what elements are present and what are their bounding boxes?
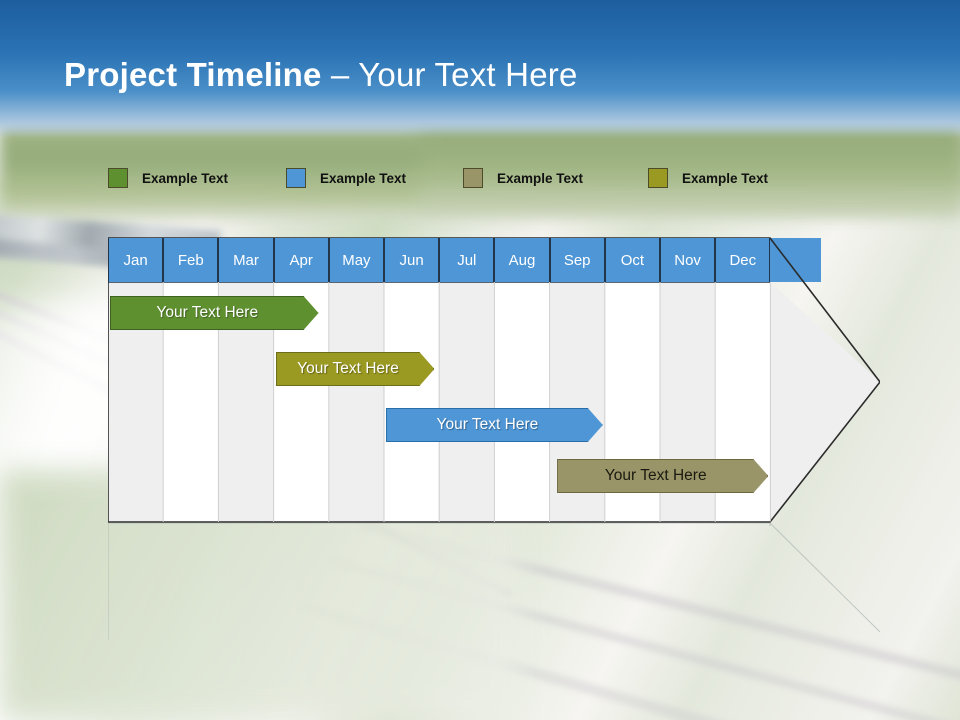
chart-arrowhead-fill [770, 282, 880, 522]
legend-item-2[interactable]: Example Text [286, 168, 406, 188]
month-header-mar[interactable]: Mar [218, 238, 274, 282]
legend-item-4[interactable]: Example Text [648, 168, 768, 188]
title-regular: Your Text Here [358, 56, 578, 93]
timeline-bar-label: Your Text Here [436, 416, 539, 433]
month-header-aug[interactable]: Aug [494, 238, 550, 282]
legend-label: Example Text [320, 170, 407, 186]
timeline-bar-1[interactable]: Your Text Here [110, 296, 319, 330]
month-header-jun[interactable]: Jun [384, 238, 440, 282]
timeline-bar-label: Your Text Here [604, 467, 707, 484]
legend-label: Example Text [142, 170, 229, 186]
month-header-jan[interactable]: Jan [108, 238, 164, 282]
month-header-apr[interactable]: Apr [273, 238, 329, 282]
title-band [0, 0, 960, 138]
legend-item-3[interactable]: Example Text [463, 168, 583, 188]
legend-label: Example Text [682, 170, 769, 186]
month-header-oct[interactable]: Oct [604, 238, 660, 282]
timeline-bar-label: Your Text Here [156, 304, 259, 321]
month-header-dec[interactable]: Dec [715, 238, 771, 282]
month-header-may[interactable]: May [328, 238, 384, 282]
month-header-sep[interactable]: Sep [549, 238, 605, 282]
page-title: Project Timeline – Your Text Here [64, 56, 578, 94]
legend-item-1[interactable]: Example Text [108, 168, 228, 188]
title-bold: Project Timeline [64, 56, 322, 93]
timeline-bar-label: Your Text Here [297, 360, 399, 377]
legend-swatch-icon [286, 168, 306, 188]
chart-column-stripe [494, 282, 550, 522]
title-separator: – [321, 56, 359, 93]
month-header-feb[interactable]: Feb [163, 238, 219, 282]
legend-swatch-icon [108, 168, 128, 188]
legend-swatch-icon [463, 168, 483, 188]
background-hill-far [420, 130, 960, 210]
timeline-bar-3[interactable]: Your Text Here [386, 408, 603, 442]
legend-swatch-icon [648, 168, 668, 188]
chart-column-stripe [439, 282, 495, 522]
chart-column-stripe [384, 282, 440, 522]
timeline-bar-4[interactable]: Your Text Here [557, 459, 768, 493]
month-header-jul[interactable]: Jul [439, 238, 495, 282]
timeline-bar-2[interactable]: Your Text Here [276, 352, 435, 386]
chart-column-stripe [328, 282, 384, 522]
month-header-nov[interactable]: Nov [660, 238, 716, 282]
legend-label: Example Text [497, 170, 584, 186]
header-arrow-triangle [770, 238, 820, 282]
